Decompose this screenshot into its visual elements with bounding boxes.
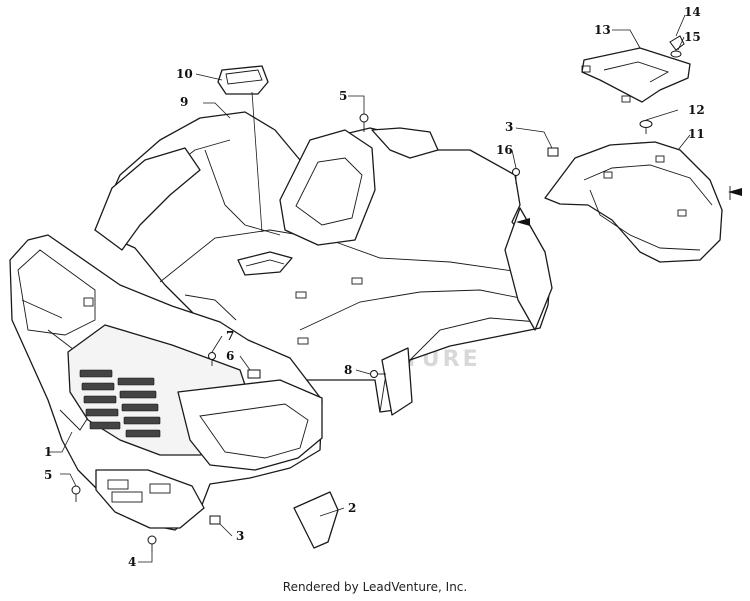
callout-3: 3 [505,120,513,134]
arrow-icon [516,218,530,226]
latch-icon [669,35,685,58]
callout-2: 2 [348,501,356,515]
front-bumper [9,234,323,531]
grille-slats [79,369,161,438]
callout-13: 13 [594,23,611,37]
leader-lines [48,14,691,563]
callout-14: 14 [684,5,701,19]
screw-icon [71,485,81,502]
callout-15: 15 [684,30,701,44]
callout-10: 10 [176,67,193,81]
rear-inner-fender [544,141,723,263]
callout-5: 5 [339,89,347,103]
footer-credit: Rendered by LeadVenture, Inc. [282,580,468,594]
callout-16: 16 [496,143,513,157]
callout-12: 12 [688,103,705,117]
clip-icon [209,515,221,525]
callout-6: 6 [226,349,234,363]
callout-4: 4 [128,555,136,569]
rear-storage-lid [581,47,691,103]
callout-3: 3 [236,529,244,543]
callout-8: 8 [344,363,352,377]
clip-icon [247,369,261,379]
callout-labels: 1 2 3 3 4 5 5 6 7 8 9 10 11 12 13 14 15 … [44,5,705,569]
gauge-cover [217,65,269,95]
rivet-icon [639,120,653,134]
screw-icon [147,535,157,552]
screw-icon [512,168,520,184]
front-fender-body [94,111,553,416]
side-trim-panel [293,491,339,549]
arrow-icon [728,188,742,196]
screw-icon [208,352,216,366]
screw-icon [370,370,386,378]
callout-9: 9 [180,95,188,109]
clip-icon [547,147,559,157]
callout-1: 1 [44,445,52,459]
callout-5: 5 [44,468,52,482]
hardware-items [71,35,685,552]
callout-7: 7 [226,329,234,343]
callout-11: 11 [688,127,705,141]
